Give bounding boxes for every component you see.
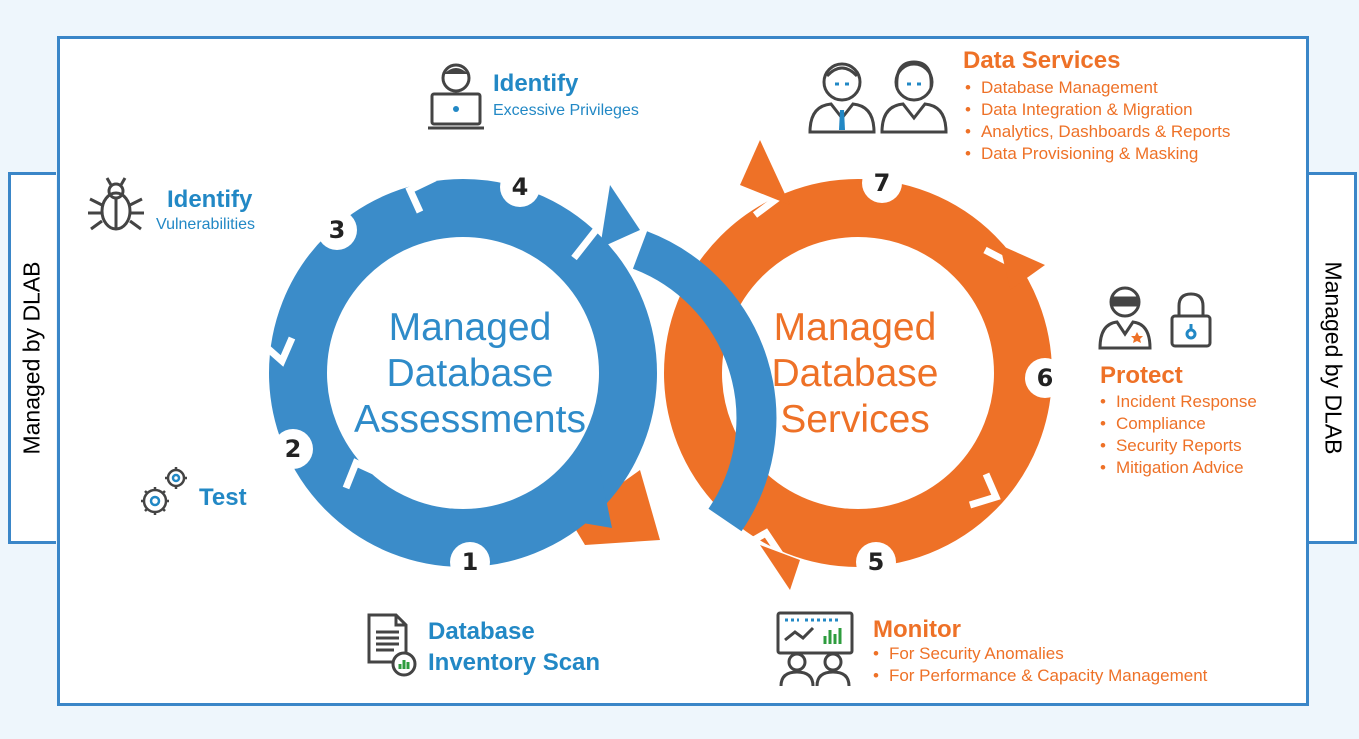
security-guard-lock-icon: [1097, 284, 1213, 355]
side-tab-left: [8, 172, 56, 544]
step-6-heading: Protect: [1100, 362, 1183, 389]
services-ring: [570, 179, 1052, 567]
step-badge-3: 3: [317, 210, 357, 250]
list-item: Security Reports: [1098, 435, 1257, 457]
step-5-heading: Monitor: [873, 616, 961, 643]
step-badge-6: 6: [1025, 358, 1065, 398]
step-4-subtitle: Excessive Privileges: [493, 102, 639, 119]
step-badge-1: 1: [450, 542, 490, 582]
monitoring-team-icon: [775, 610, 855, 693]
arrow-heads: [565, 140, 1045, 590]
assessment-ring: [269, 179, 777, 567]
list-item: Analytics, Dashboards & Reports: [963, 121, 1230, 143]
team-people-icon: [805, 58, 955, 139]
list-item: Data Integration & Migration: [963, 99, 1230, 121]
document-report-icon: [366, 612, 418, 683]
step-badge-4: 4: [500, 167, 540, 207]
step-3-heading: Identify: [167, 186, 253, 213]
step-7-heading: Data Services: [963, 47, 1121, 74]
step-badge-7: 7: [862, 163, 902, 203]
list-item: Mitigation Advice: [1098, 457, 1257, 479]
bug-icon: [85, 175, 147, 242]
step-4-heading: Identify: [493, 70, 579, 97]
step-2-heading: Test: [199, 484, 247, 511]
step-7-list: Database Management Data Integration & M…: [963, 77, 1230, 165]
user-laptop-icon: [428, 60, 484, 137]
gears-icon: [135, 463, 191, 526]
step-5-list: For Security Anomalies For Performance &…: [871, 643, 1207, 687]
list-item: Database Management: [963, 77, 1230, 99]
side-tab-right: [1309, 172, 1357, 544]
step-badge-2: 2: [273, 429, 313, 469]
list-item: For Security Anomalies: [871, 643, 1207, 665]
list-item: Incident Response: [1098, 391, 1257, 413]
list-item: Data Provisioning & Masking: [963, 143, 1230, 165]
list-item: Compliance: [1098, 413, 1257, 435]
step-3-subtitle: Vulnerabilities: [156, 216, 256, 233]
step-badge-5: 5: [856, 542, 896, 582]
step-6-list: Incident Response Compliance Security Re…: [1098, 391, 1257, 479]
list-item: For Performance & Capacity Management: [871, 665, 1207, 687]
